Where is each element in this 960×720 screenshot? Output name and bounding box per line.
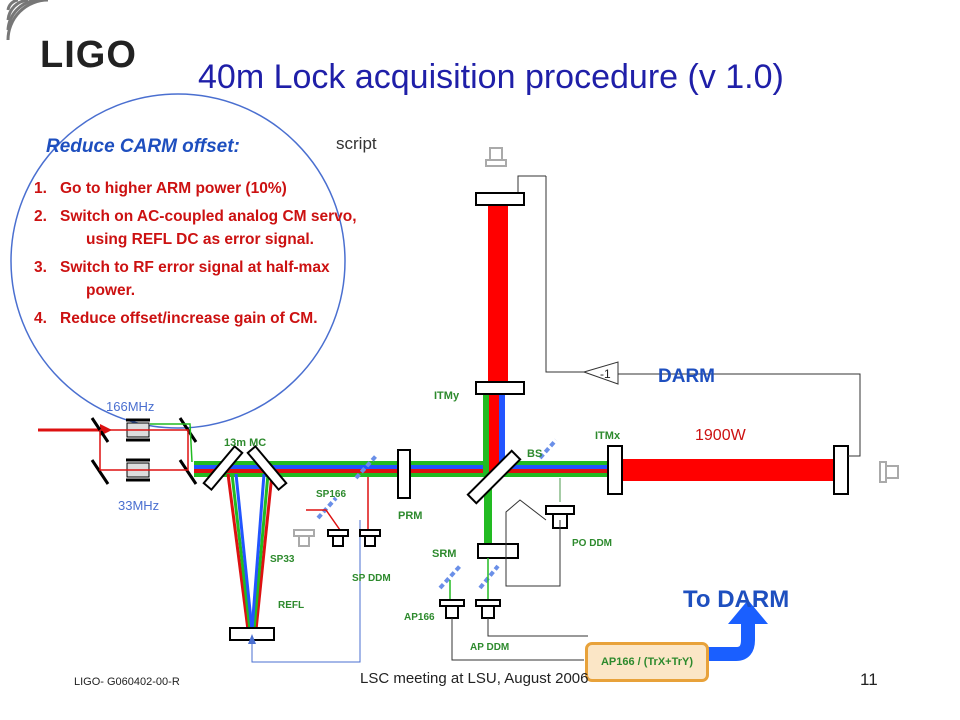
sp-photodetectors bbox=[293, 529, 381, 547]
trans-y-pd bbox=[485, 147, 507, 167]
label-sp166: SP166 bbox=[316, 489, 347, 500]
ligo-logo-arcs bbox=[6, 0, 49, 41]
footer-meeting: LSC meeting at LSU, August 2006 bbox=[360, 670, 589, 687]
ap-pickoff-mirror-1 bbox=[438, 564, 462, 590]
to-darm-arrow bbox=[706, 620, 755, 661]
gain-minus1-triangle bbox=[582, 361, 619, 385]
y-arm-beam bbox=[483, 205, 508, 546]
label-sp-ddm: SP DDM bbox=[352, 573, 391, 584]
trans-x-pd bbox=[879, 461, 899, 483]
procedure-steps: 1.Go to higher ARM power (10%) 2.Switch … bbox=[34, 177, 374, 335]
beamsplitter bbox=[466, 449, 522, 505]
step-1: 1.Go to higher ARM power (10%) bbox=[34, 180, 287, 197]
itmx-mirror bbox=[607, 445, 623, 495]
label-refl: REFL bbox=[278, 600, 305, 611]
script-label: script bbox=[336, 134, 377, 153]
mc-mirror-2 bbox=[246, 444, 288, 492]
etmy-mirror bbox=[475, 192, 525, 206]
ap166-normalized-signal-box: AP166 / (TrX+TrY) bbox=[585, 642, 709, 682]
sp-pickoff-mirror-2 bbox=[316, 496, 338, 520]
arm-power-label: 1900W bbox=[695, 427, 746, 444]
to-darm-label: To DARM bbox=[683, 586, 790, 613]
ap-pickoff-mirror-2 bbox=[478, 564, 500, 590]
ap-photodetectors bbox=[439, 599, 501, 619]
label-sp33: SP33 bbox=[270, 554, 295, 565]
sideband-path-green bbox=[150, 423, 193, 463]
highlight-circle bbox=[10, 93, 346, 429]
label-13m-mc: 13m MC bbox=[224, 437, 267, 449]
etmx-mirror bbox=[833, 445, 849, 495]
signal-wires bbox=[451, 175, 861, 661]
label-166mhz: 166MHz bbox=[106, 399, 155, 414]
label-ap-ddm: AP DDM bbox=[470, 642, 510, 653]
label-itmx: ITMx bbox=[595, 430, 621, 442]
po-pickoff-mirror bbox=[538, 438, 558, 460]
page-title: 40m Lock acquisition procedure (v 1.0) bbox=[198, 58, 784, 96]
label-33mhz: 33MHz bbox=[118, 498, 160, 513]
label-bs: BS bbox=[527, 448, 543, 460]
gain-minus1-label: -1 bbox=[600, 367, 611, 381]
step-4: 4.Reduce offset/increase gain of CM. bbox=[34, 310, 318, 327]
label-ap166: AP166 bbox=[404, 612, 435, 623]
mc-beams bbox=[226, 473, 274, 631]
itmy-mirror bbox=[475, 381, 525, 395]
prm-mirror bbox=[397, 449, 411, 499]
darm-label: DARM bbox=[658, 366, 715, 387]
ligo-logo: LIGO bbox=[40, 34, 137, 76]
mc-mirror-1 bbox=[202, 444, 244, 492]
steer-mirror-2 bbox=[90, 459, 110, 485]
srm-mirror bbox=[477, 543, 519, 559]
input-beam-path bbox=[99, 429, 189, 471]
steer-mirror-4 bbox=[178, 459, 198, 485]
to-darm-arrow-head-icon bbox=[728, 600, 768, 624]
footer-page-number: 11 bbox=[860, 670, 878, 689]
label-itmy: ITMy bbox=[434, 390, 460, 402]
label-prm: PRM bbox=[398, 510, 423, 522]
section-heading: Reduce CARM offset: bbox=[46, 136, 240, 157]
sp-pickoff-mirror-1 bbox=[354, 454, 378, 480]
label-srm: SRM bbox=[432, 548, 457, 560]
step-2: 2.Switch on AC-coupled analog CM servo, … bbox=[34, 208, 357, 248]
label-po-ddm: PO DDM bbox=[572, 538, 612, 549]
footer-doc-id: LIGO- G060402-00-R bbox=[74, 676, 180, 688]
step-3: 3.Switch to RF error signal at half-max … bbox=[34, 259, 330, 299]
